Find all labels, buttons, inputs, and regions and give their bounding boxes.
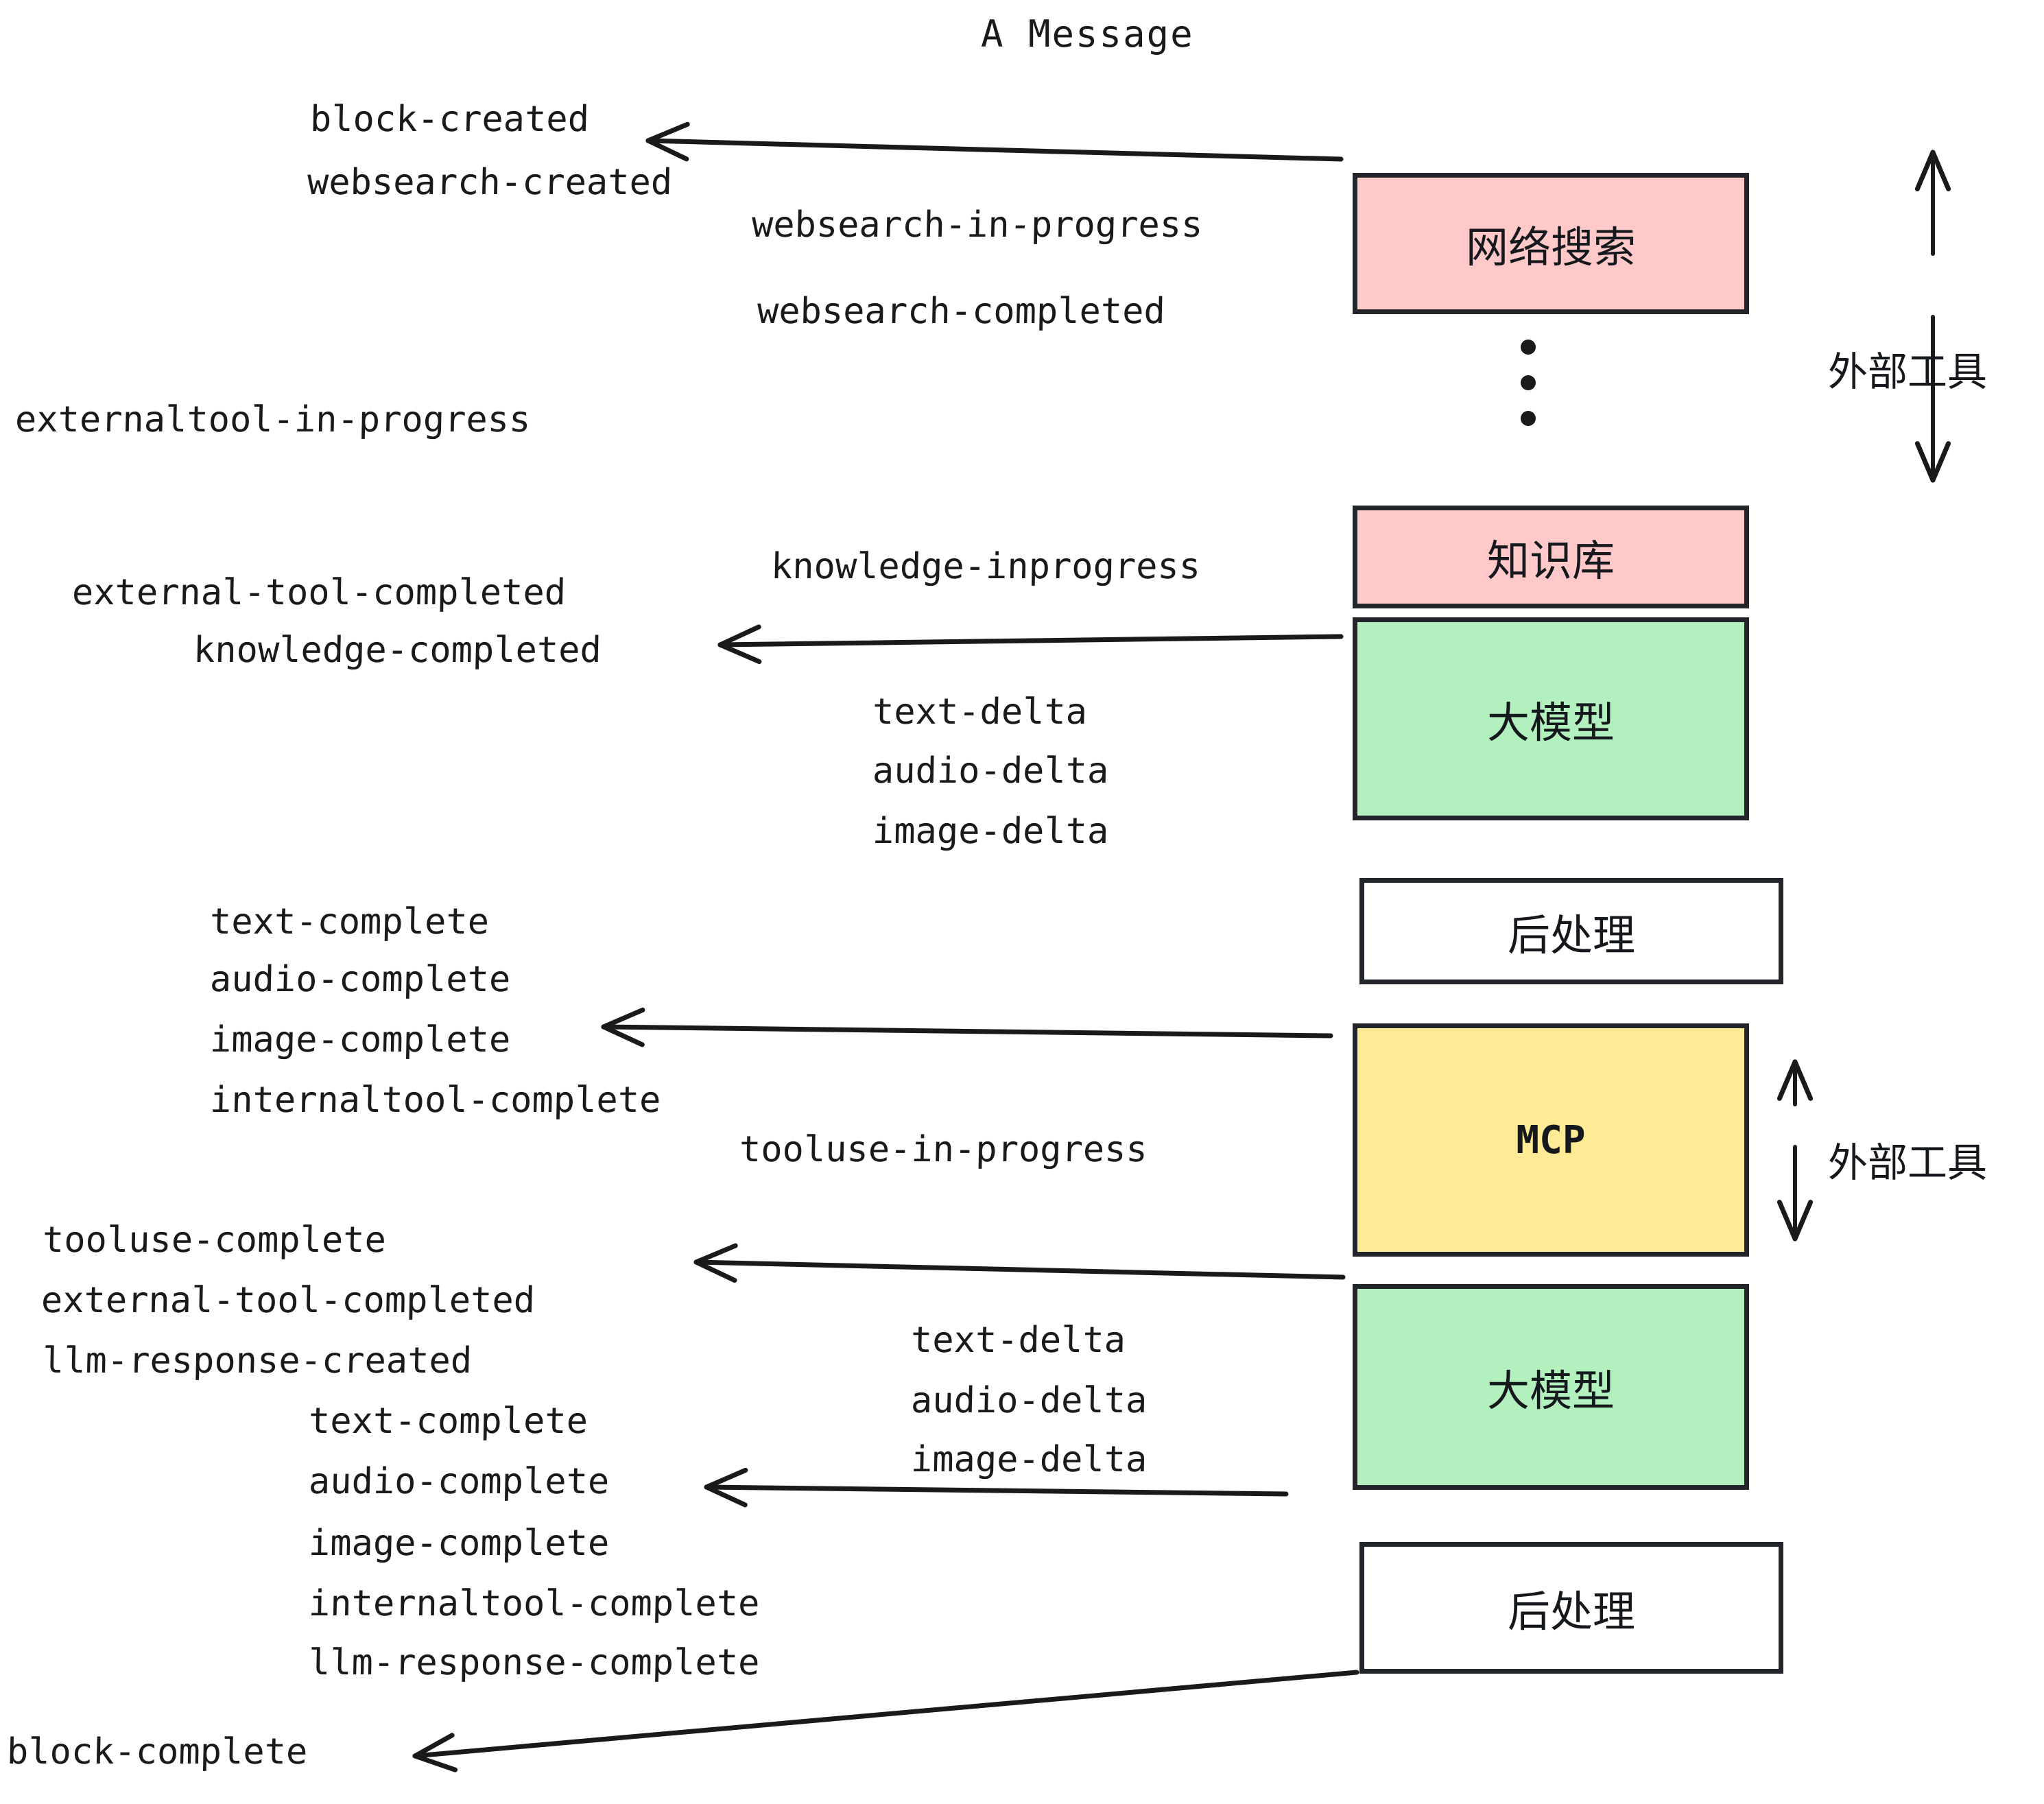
event-label-image-complete-1: image-complete xyxy=(209,1019,511,1060)
box-websearch: 网络搜索 xyxy=(1353,173,1749,314)
ellipsis-dot xyxy=(1521,411,1536,426)
ellipsis-dots xyxy=(1521,340,1536,426)
event-label-websearch-completed: websearch-completed xyxy=(757,291,1166,332)
box-postproc-2: 后处理 xyxy=(1359,1542,1783,1674)
event-label-audio-complete-2: audio-complete xyxy=(308,1461,610,1502)
box-knowledge: 知识库 xyxy=(1353,506,1749,608)
box-llm-1: 大模型 xyxy=(1353,617,1749,820)
event-label-image-complete-2: image-complete xyxy=(308,1523,610,1564)
arrow-image-complete xyxy=(601,1007,1333,1047)
ellipsis-dot xyxy=(1521,375,1536,390)
event-label-audio-delta-1: audio-delta xyxy=(872,750,1110,792)
event-label-externaltool-in-progress: externaltool-in-progress xyxy=(14,399,531,440)
box-label-postproc-1: 后处理 xyxy=(1507,910,1635,960)
flow-arrow-layer xyxy=(412,121,1359,1772)
event-label-text-delta-1: text-delta xyxy=(872,691,1088,733)
event-label-image-delta-1: image-delta xyxy=(872,811,1110,852)
event-label-text-complete-1: text-complete xyxy=(209,901,490,942)
box-label-llm-1: 大模型 xyxy=(1486,698,1615,748)
event-label-websearch-created: websearch-created xyxy=(307,162,673,203)
ellipsis-dot xyxy=(1521,340,1536,355)
event-label-external-tool-completed-2: external-tool-completed xyxy=(40,1280,536,1321)
event-label-tooluse-complete: tooluse-complete xyxy=(42,1220,387,1261)
event-label-websearch-in-progress: websearch-in-progress xyxy=(751,204,1204,246)
event-label-block-complete: block-complete xyxy=(6,1731,308,1772)
box-label-mcp: MCP xyxy=(1516,1117,1586,1163)
event-label-knowledge-completed: knowledge-completed xyxy=(193,630,602,671)
external-tool-up-1 xyxy=(1914,150,1951,256)
arrow-knowledge-done xyxy=(717,624,1344,665)
arrow-block-complete xyxy=(412,1670,1359,1772)
event-label-external-tool-completed-1: external-tool-completed xyxy=(71,572,567,613)
box-llm-2: 大模型 xyxy=(1353,1284,1749,1490)
event-label-audio-delta-2: audio-delta xyxy=(910,1380,1148,1421)
event-label-knowledge-inprogress: knowledge-inprogress xyxy=(770,546,1201,587)
external-tool-down-2 xyxy=(1776,1145,1814,1242)
event-label-llm-response-complete: llm-response-complete xyxy=(308,1642,761,1683)
side-label-external-tool-bottom: 外部工具 xyxy=(1828,1139,1988,1186)
side-arrow-layer xyxy=(1776,150,1951,1242)
box-label-postproc-2: 后处理 xyxy=(1507,1587,1635,1637)
event-label-image-delta-2: image-delta xyxy=(910,1439,1148,1480)
event-label-text-delta-2: text-delta xyxy=(910,1320,1126,1361)
arrow-tooluse-complete xyxy=(693,1243,1346,1283)
page-title: A Message xyxy=(981,12,1194,56)
box-label-knowledge: 知识库 xyxy=(1486,536,1615,586)
arrow-audio-complete xyxy=(704,1467,1289,1508)
side-label-external-tool-top: 外部工具 xyxy=(1828,348,1988,395)
event-label-internaltool-complete-1: internaltool-complete xyxy=(209,1080,662,1121)
event-label-internaltool-complete-2: internaltool-complete xyxy=(308,1583,761,1624)
event-label-llm-response-created: llm-response-created xyxy=(42,1340,473,1381)
box-label-llm-2: 大模型 xyxy=(1486,1366,1615,1416)
box-postproc-1: 后处理 xyxy=(1359,878,1783,984)
external-tool-up-2 xyxy=(1776,1059,1814,1106)
external-tool-down-1 xyxy=(1914,315,1951,483)
event-label-text-complete-2: text-complete xyxy=(308,1401,589,1442)
event-label-audio-complete-1: audio-complete xyxy=(209,959,511,1000)
box-label-websearch: 网络搜索 xyxy=(1465,222,1636,272)
event-label-tooluse-in-progress: tooluse-in-progress xyxy=(739,1129,1148,1170)
box-mcp: MCP xyxy=(1353,1023,1749,1257)
event-label-block-created: block-created xyxy=(309,99,590,140)
arrow-block-created xyxy=(645,121,1344,162)
